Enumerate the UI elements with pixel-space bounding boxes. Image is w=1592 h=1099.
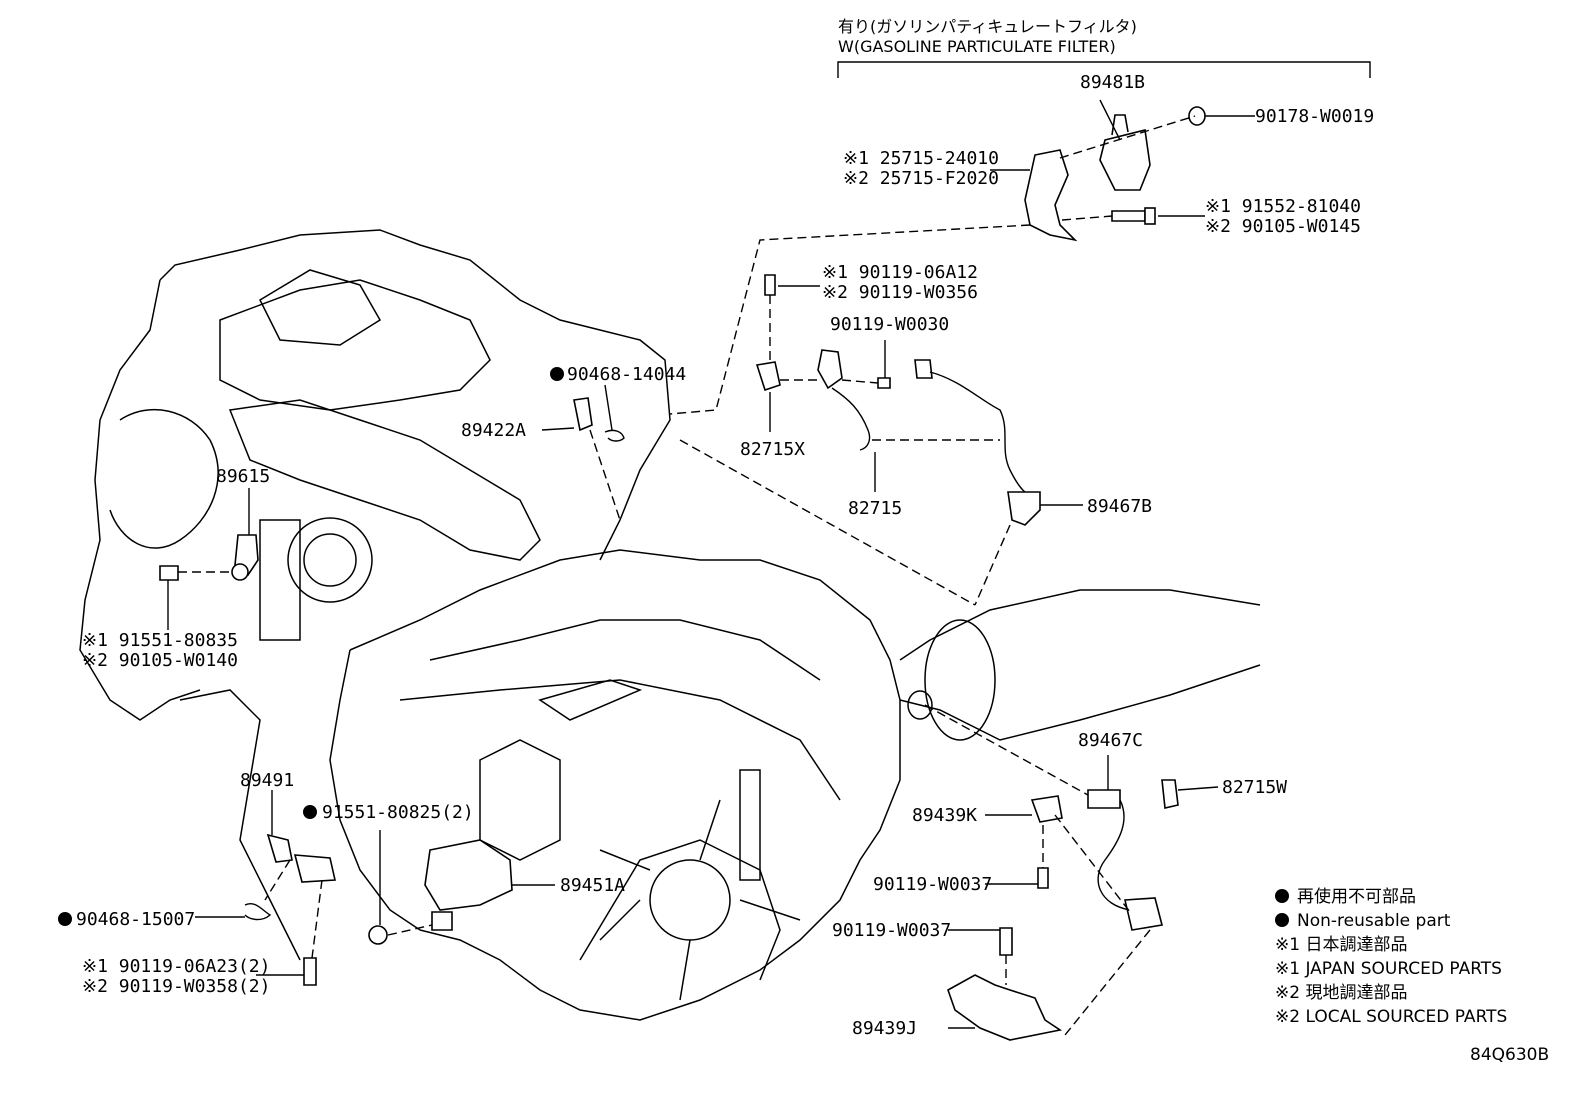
label-89451a: 89451A [560,875,625,896]
label-82715w: 82715W [1222,777,1287,798]
bolt-90119-w0030 [877,377,891,389]
label-25715-f2020: ※2 25715-F2020 [843,168,999,189]
clamp-82715 [817,349,843,390]
label-89481b: 89481B [1080,72,1145,93]
label-90119-w0030: 90119-W0030 [830,314,949,335]
oxygen-sensor-89467c [1087,789,1121,809]
label-89439j: 89439J [852,1018,917,1039]
label-90178-w0019: 90178-W0019 [1255,106,1374,127]
clamp-82715w [1161,779,1179,809]
legend-line-6: ※2 LOCAL SOURCED PARTS [1275,1007,1507,1027]
bolt-90119-w0037-a [1037,867,1049,889]
label-90105-w0140: ※2 90105-W0140 [82,650,238,671]
legend-line-2: Non-reusable part [1297,911,1451,931]
legend-line-3: ※1 日本調達部品 [1275,935,1407,955]
gpf-header-bracket: 有り(ガソリンパティキュレートフィルタ) W(GASOLINE PARTICUL… [837,17,1371,78]
non-reusable-dot-icon [1275,889,1289,903]
bolt-91552 [1111,210,1146,222]
non-reusable-dot-icon [1275,913,1289,927]
bolt-90119-06a23 [303,957,317,986]
bracket-25715 [1024,149,1078,242]
oxygen-sensor-89467b [1007,491,1041,526]
label-82715x: 82715X [740,439,805,460]
bolt-90119-w0037-b [999,927,1013,956]
callout-labels: 89481B 90178-W0019 ※1 25715-24010 ※2 257… [76,72,1374,1039]
label-90119-w0356: ※2 90119-W0356 [822,282,978,303]
label-90119-w0037-a: 90119-W0037 [873,874,992,895]
diagram-code: 84Q630B [1470,1045,1549,1065]
bracket-89439k [1030,795,1063,823]
label-89422a: 89422A [461,420,526,441]
leader-lines [167,99,1255,1036]
label-89467b: 89467B [1087,496,1152,517]
bolt-91551-80835 [159,565,179,581]
nut-90178 [1188,106,1206,126]
label-90119-06a12: ※1 90119-06A12 [822,262,978,283]
legend-line-4: ※1 JAPAN SOURCED PARTS [1275,959,1502,979]
label-89439k: 89439K [912,805,977,826]
label-90468-15007: 90468-15007 [76,909,195,930]
label-91552-81040: ※1 91552-81040 [1205,196,1361,217]
header-en: W(GASOLINE PARTICULATE FILTER) [838,37,1116,56]
label-25715-24010: ※1 25715-24010 [843,148,999,169]
clip-90468-15007 [244,903,272,921]
label-90105-w0145: ※2 90105-W0145 [1205,216,1361,237]
bolt-90119-06a12 [764,274,776,296]
legend-line-1: 再使用不可部品 [1297,886,1416,907]
label-89615: 89615 [216,466,270,487]
legend-line-5: ※2 現地調達部品 [1275,983,1407,1003]
label-90119-06a23: ※1 90119-06A23(2) [82,956,270,977]
actuator-89451a [424,839,513,911]
header-jp: 有り(ガソリンパティキュレートフィルタ) [838,17,1137,36]
pressure-sensor-89481b [1099,129,1151,191]
label-89491: 89491 [240,770,294,791]
clamp-82715x [755,361,781,392]
label-91551-80825: 91551-80825(2) [322,802,474,823]
sensor-89491 [266,833,293,863]
label-82715: 82715 [848,498,902,519]
bolt-91551-80825 [368,925,388,945]
sensor-89422a [573,397,593,432]
legend: 再使用不可部品 Non-reusable part ※1 日本調達部品 ※1 J… [1275,886,1507,1027]
part-shapes [58,106,1206,1041]
label-89467c: 89467C [1078,730,1143,751]
engine-assembly-drawing [79,229,1261,1021]
label-91551-80835: ※1 91551-80835 [82,630,238,651]
label-90468-14044: 90468-14044 [567,364,686,385]
label-90119-w0037-b: 90119-W0037 [832,920,951,941]
label-90119-w0358: ※2 90119-W0358(2) [82,976,270,997]
bracket-89439j [947,974,1063,1041]
